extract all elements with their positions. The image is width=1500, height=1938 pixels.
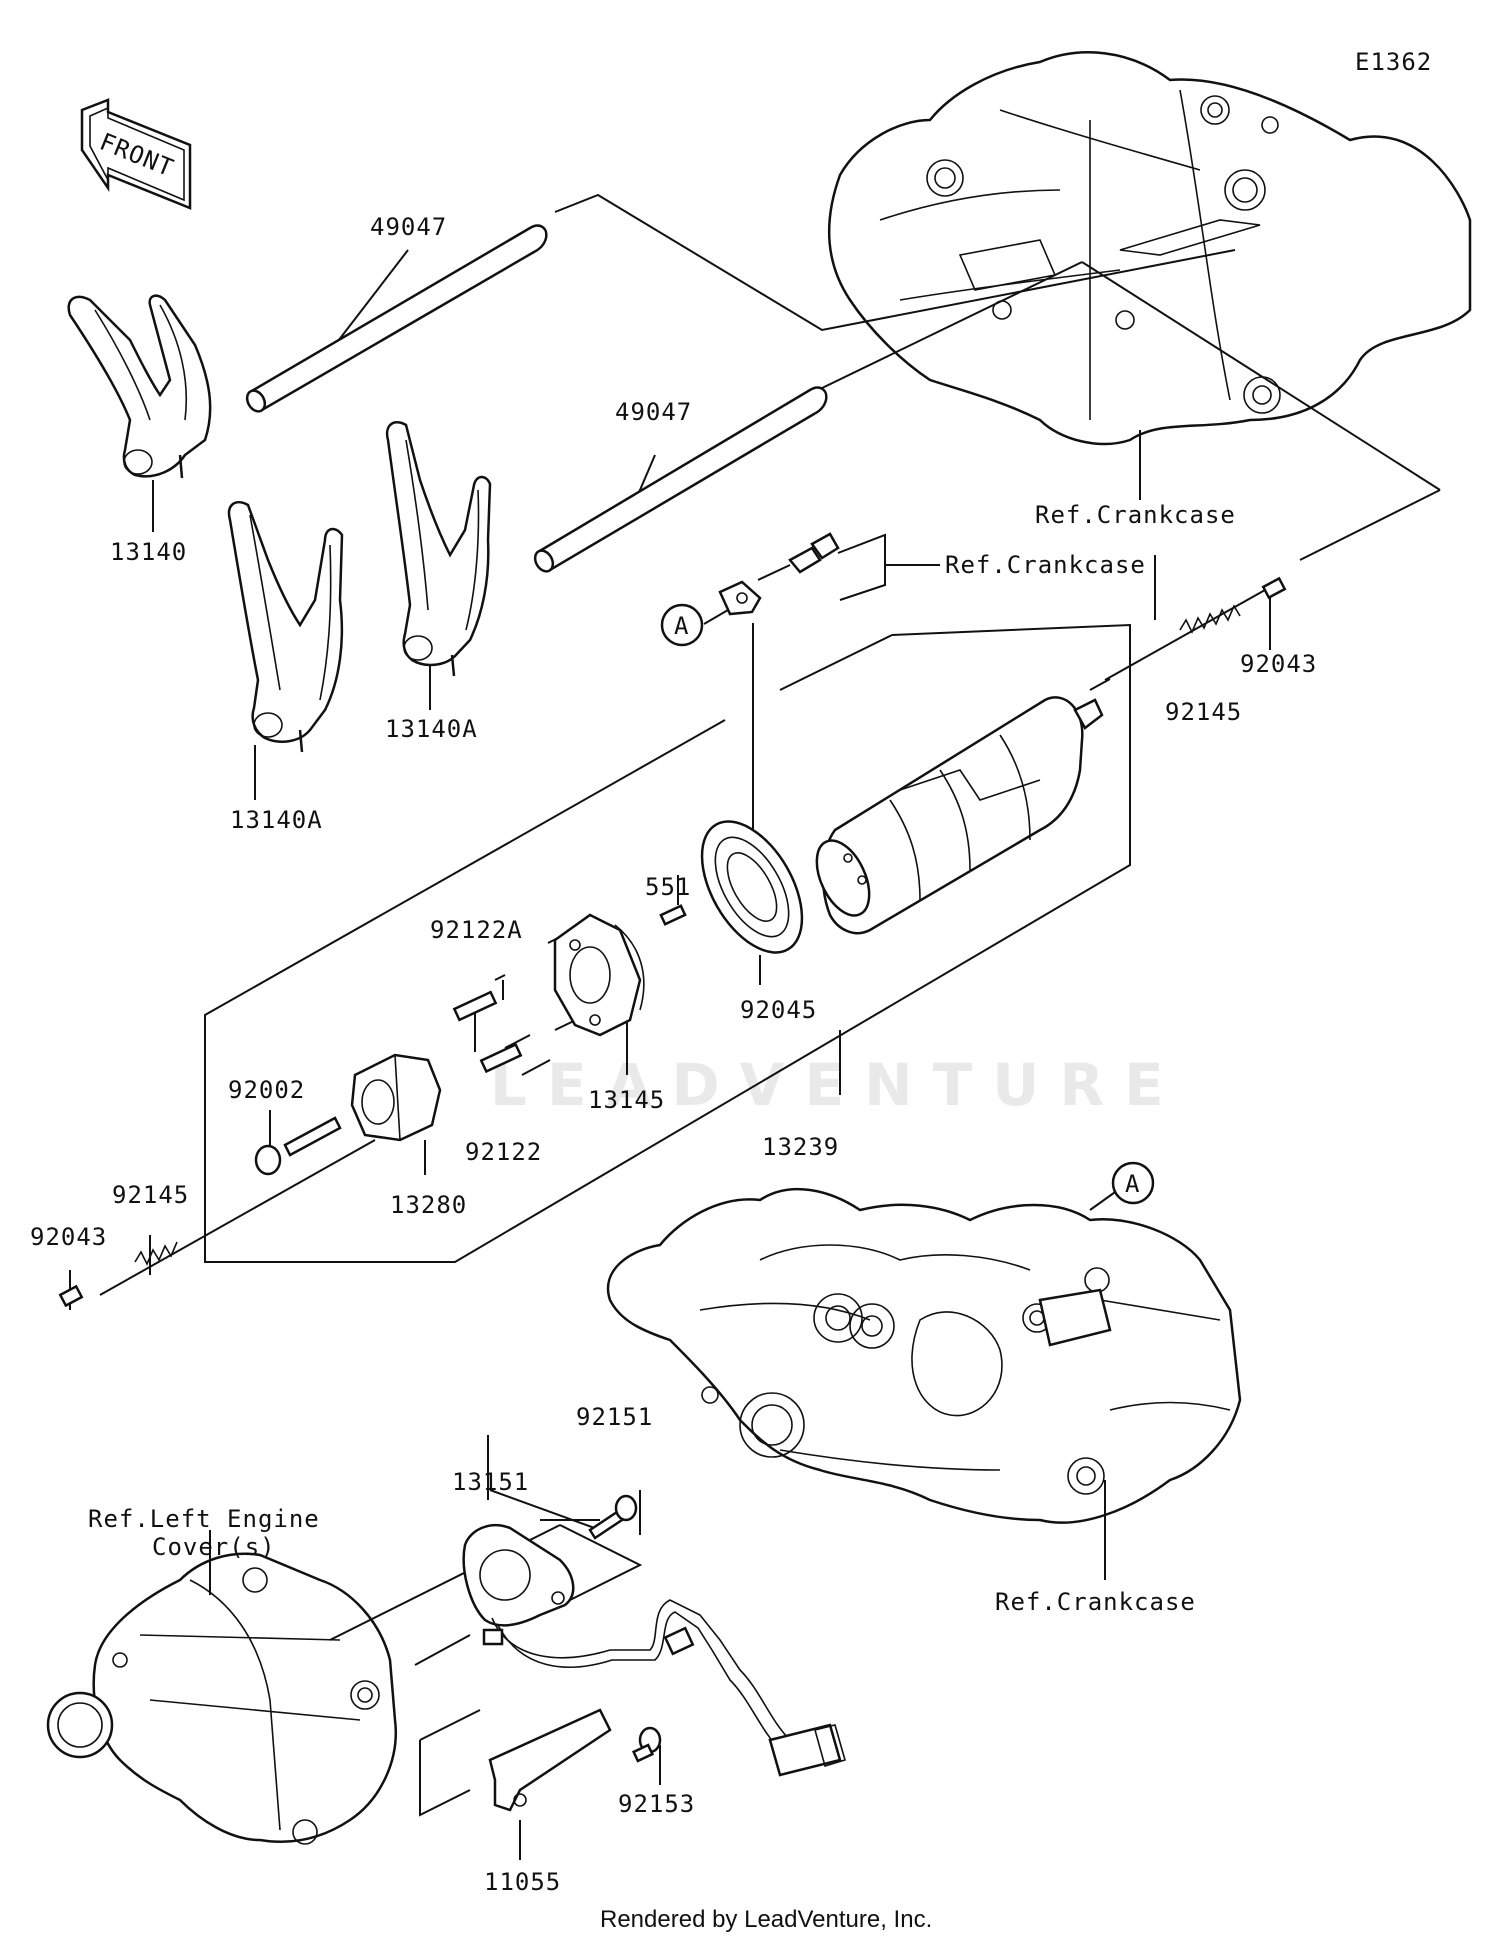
credit-line: Rendered by LeadVenture, Inc. [600, 1906, 932, 1933]
pin-92122a [452, 990, 498, 1022]
shift-fork-left [67, 294, 212, 479]
shift-rod-upper [245, 224, 548, 413]
ref-left-cover-line1: Ref.Left Engine [88, 1505, 320, 1533]
crankcase-lower [606, 1187, 1242, 1524]
label-92043-right: 92043 [1240, 650, 1317, 678]
svg-text:A: A [1125, 1170, 1140, 1198]
label-92145-left: 92145 [112, 1181, 189, 1209]
label-92151: 92151 [576, 1403, 653, 1431]
callout-a-lower: A [1111, 1161, 1155, 1205]
label-13239: 13239 [762, 1133, 839, 1161]
label-49047-upper: 49047 [370, 213, 447, 241]
label-92002: 92002 [228, 1076, 305, 1104]
gear-position-sensor [462, 1523, 846, 1777]
ref-crankcase-bottom: Ref.Crankcase [995, 1588, 1196, 1616]
diagram-code: E1362 [1355, 48, 1432, 76]
spring-right [1179, 604, 1241, 634]
plug-left [58, 1284, 84, 1308]
ref-crankcase-mid: Ref.Crankcase [945, 551, 1146, 579]
label-92122a: 92122A [430, 916, 523, 944]
holder-plate [553, 913, 645, 1037]
pin-551 [659, 904, 687, 926]
leader-lines [69, 193, 1441, 1860]
bearing [700, 820, 804, 954]
shift-rod-lower [533, 386, 828, 573]
spring-left [134, 1241, 178, 1266]
clamp-11055 [488, 1708, 612, 1812]
label-13145: 13145 [588, 1086, 665, 1114]
crankcase-upper [827, 51, 1472, 446]
svg-text:A: A [674, 612, 689, 640]
front-arrow-icon: FRONT [80, 98, 192, 210]
label-13140a-mid: 13140A [230, 806, 323, 834]
shift-drum [815, 696, 1104, 935]
watermark: LEADVENTURE [490, 1051, 1184, 1119]
shift-fork-mid [227, 501, 344, 753]
label-11055: 11055 [484, 1868, 561, 1896]
pin-92122 [479, 1042, 523, 1074]
plate-bolt [718, 532, 840, 616]
stopper [350, 1053, 442, 1142]
shift-fork-right [385, 421, 492, 677]
label-92122: 92122 [465, 1138, 542, 1166]
label-13280: 13280 [390, 1191, 467, 1219]
label-92043-left: 92043 [30, 1223, 107, 1251]
label-13140: 13140 [110, 538, 187, 566]
label-551: 551 [645, 873, 691, 901]
label-92153: 92153 [618, 1790, 695, 1818]
bolt-92153 [631, 1726, 662, 1763]
label-13140a-right: 13140A [385, 715, 478, 743]
bolt-92002 [254, 1116, 342, 1176]
callout-a-upper: A [660, 603, 704, 647]
label-13151: 13151 [452, 1468, 529, 1496]
label-92145-right: 92145 [1165, 698, 1242, 726]
ref-left-cover-line2: Cover(s) [152, 1533, 276, 1561]
left-engine-cover [46, 1552, 397, 1845]
ref-crankcase-top: Ref.Crankcase [1035, 501, 1236, 529]
bolt-92151 [588, 1494, 638, 1540]
label-49047-lower: 49047 [615, 398, 692, 426]
label-92045: 92045 [740, 996, 817, 1024]
plug-right [1261, 576, 1287, 600]
